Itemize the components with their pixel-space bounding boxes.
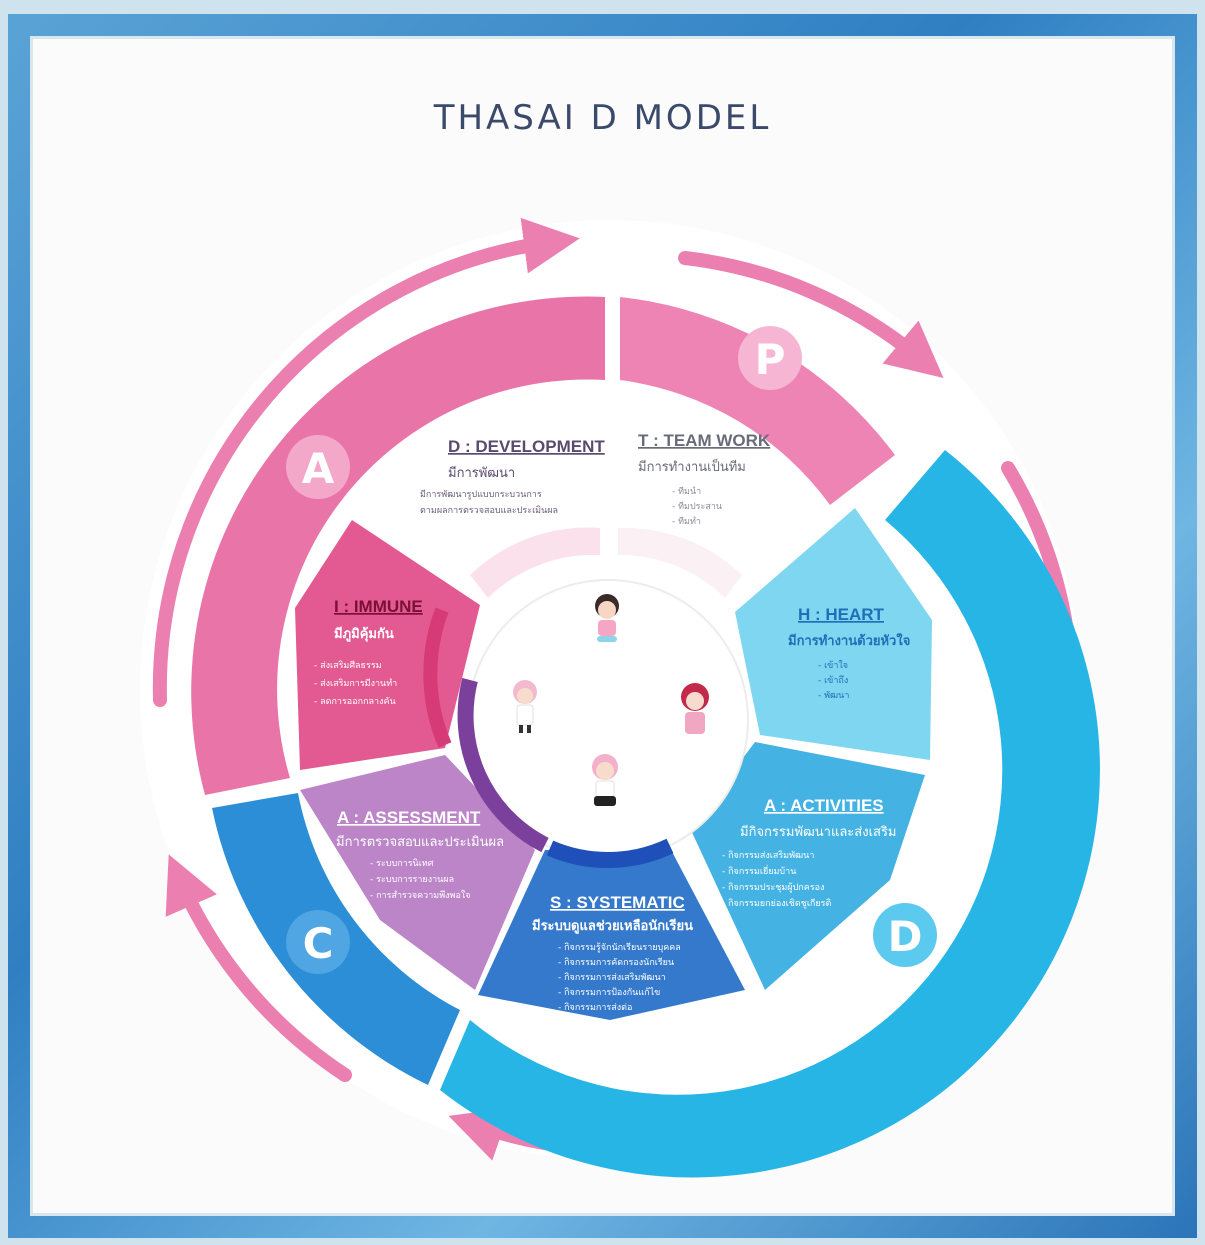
development-item: มีการพัฒนารูปแบบกระบวนการ — [420, 489, 542, 500]
letter-badge-a — [286, 435, 350, 499]
systematic-heading: S : SYSTEMATIC — [550, 893, 685, 912]
curved-arrow-icon — [678, 251, 944, 378]
systematic-subheading: มีระบบดูแลช่วยเหลือนักเรียน — [532, 918, 693, 934]
teamwork-item: - ทีมนำ — [672, 486, 701, 497]
activities-item: - กิจกรรมส่งเสริมพัฒนา — [722, 850, 814, 861]
immune-item: - ส่งเสริมการมีงานทำ — [314, 678, 397, 689]
teamwork-item: - ทีมประสาน — [672, 501, 722, 512]
section-systematic: S : SYSTEMATIC มีระบบดูแลช่วยเหลือนักเรี… — [532, 893, 693, 1013]
child-figure-icon — [681, 683, 709, 734]
letter-badge-p — [738, 326, 802, 390]
heart-heading: H : HEART — [798, 605, 885, 624]
development-subheading: มีการพัฒนา — [448, 465, 515, 481]
assessment-subheading: มีการตรวจสอบและประเมินผล — [336, 834, 504, 850]
ring-segment-a — [191, 296, 606, 795]
immune-heading: I : IMMUNE — [334, 597, 423, 616]
heart-item: - เข้าใจ — [818, 660, 848, 671]
letter-badge-d — [873, 903, 937, 967]
section-teamwork: T : TEAM WORK มีการทำงานเป็นทีม - ทีมนำ … — [638, 431, 771, 527]
sector-teamwork-band — [618, 527, 742, 598]
poster-title: THASAI D MODEL — [433, 98, 772, 138]
systematic-item: - กิจกรรมรู้จักนักเรียนรายบุคคล — [558, 942, 681, 953]
systematic-item: - กิจกรรมการคัดกรองนักเรียน — [558, 957, 674, 968]
immune-item: - ส่งเสริมศีลธรรม — [314, 660, 382, 671]
child-figure-icon — [513, 680, 537, 733]
hub-accent-purple — [457, 678, 549, 853]
heart-item: - เข้าถึง — [818, 675, 848, 686]
activities-item: - กิจกรรมยกย่องเชิดชูเกียรติ — [722, 898, 831, 909]
hub-accent-blue — [546, 838, 674, 868]
immune-item: - ลดการออกกลางคัน — [314, 697, 396, 707]
cycle-letter-p: P — [755, 335, 786, 384]
section-assessment: A : ASSESSMENT มีการตรวจสอบและประเมินผล … — [336, 808, 504, 901]
assessment-heading: A : ASSESSMENT — [337, 808, 481, 827]
section-immune: I : IMMUNE มีภูมิคุ้มกัน - ส่งเสริมศีลธร… — [314, 597, 423, 707]
child-figure-icon — [592, 754, 618, 806]
immune-subheading: มีภูมิคุ้มกัน — [334, 626, 394, 642]
teamwork-heading: T : TEAM WORK — [638, 431, 771, 450]
teamwork-item: - ทีมทำ — [672, 516, 701, 527]
activities-item: - กิจกรรมประชุมผู้ปกครอง — [722, 882, 824, 893]
sector-assessment — [300, 755, 535, 990]
child-figure-icon — [595, 594, 619, 642]
ring-segment-p — [620, 297, 895, 505]
activities-item: - กิจกรรมเยี่ยมบ้าน — [722, 864, 796, 877]
section-development: D : DEVELOPMENT มีการพัฒนา มีการพัฒนารูป… — [420, 437, 605, 516]
sector-activities — [690, 742, 925, 990]
assessment-item: - การสำรวจความพึงพอใจ — [370, 890, 471, 901]
systematic-item: - กิจกรรมการส่งเสริมพัฒนา — [558, 972, 666, 983]
heart-subheading: มีการทำงานด้วยหัวใจ — [788, 632, 910, 649]
hub-accent-pink — [423, 607, 452, 748]
letter-badge-c — [286, 910, 350, 974]
sector-development-band — [470, 527, 600, 598]
systematic-item: - กิจกรรมการป้องกันแก้ไข — [558, 987, 660, 998]
heart-item: - พัฒนา — [818, 691, 849, 701]
section-heart: H : HEART มีการทำงานด้วยหัวใจ - เข้าใจ -… — [788, 605, 910, 701]
ring-segment-d — [440, 450, 1100, 1178]
systematic-item: - กิจกรรมการส่งต่อ — [558, 1002, 632, 1013]
cycle-letter-d: D — [888, 912, 923, 961]
development-item: ตามผลการตรวจสอบและประเมินผล — [420, 505, 558, 516]
curved-arrow-icon — [152, 217, 580, 707]
cycle-letter-a: A — [302, 444, 335, 493]
assessment-item: - ระบบการรายงานผล — [370, 875, 454, 885]
activities-subheading: มีกิจกรรมพัฒนาและส่งเสริม — [740, 824, 897, 840]
assessment-item: - ระบบการนิเทศ — [370, 858, 434, 869]
development-heading: D : DEVELOPMENT — [448, 437, 605, 456]
sector-heart — [735, 508, 932, 760]
activities-heading: A : ACTIVITIES — [764, 796, 884, 815]
sector-systematic — [478, 848, 745, 1020]
section-activities: A : ACTIVITIES มีกิจกรรมพัฒนาและส่งเสริม… — [722, 796, 897, 909]
teamwork-subheading: มีการทำงานเป็นทีม — [638, 457, 746, 475]
curved-arrow-icon — [165, 854, 352, 1082]
cycle-letter-c: C — [303, 919, 334, 968]
